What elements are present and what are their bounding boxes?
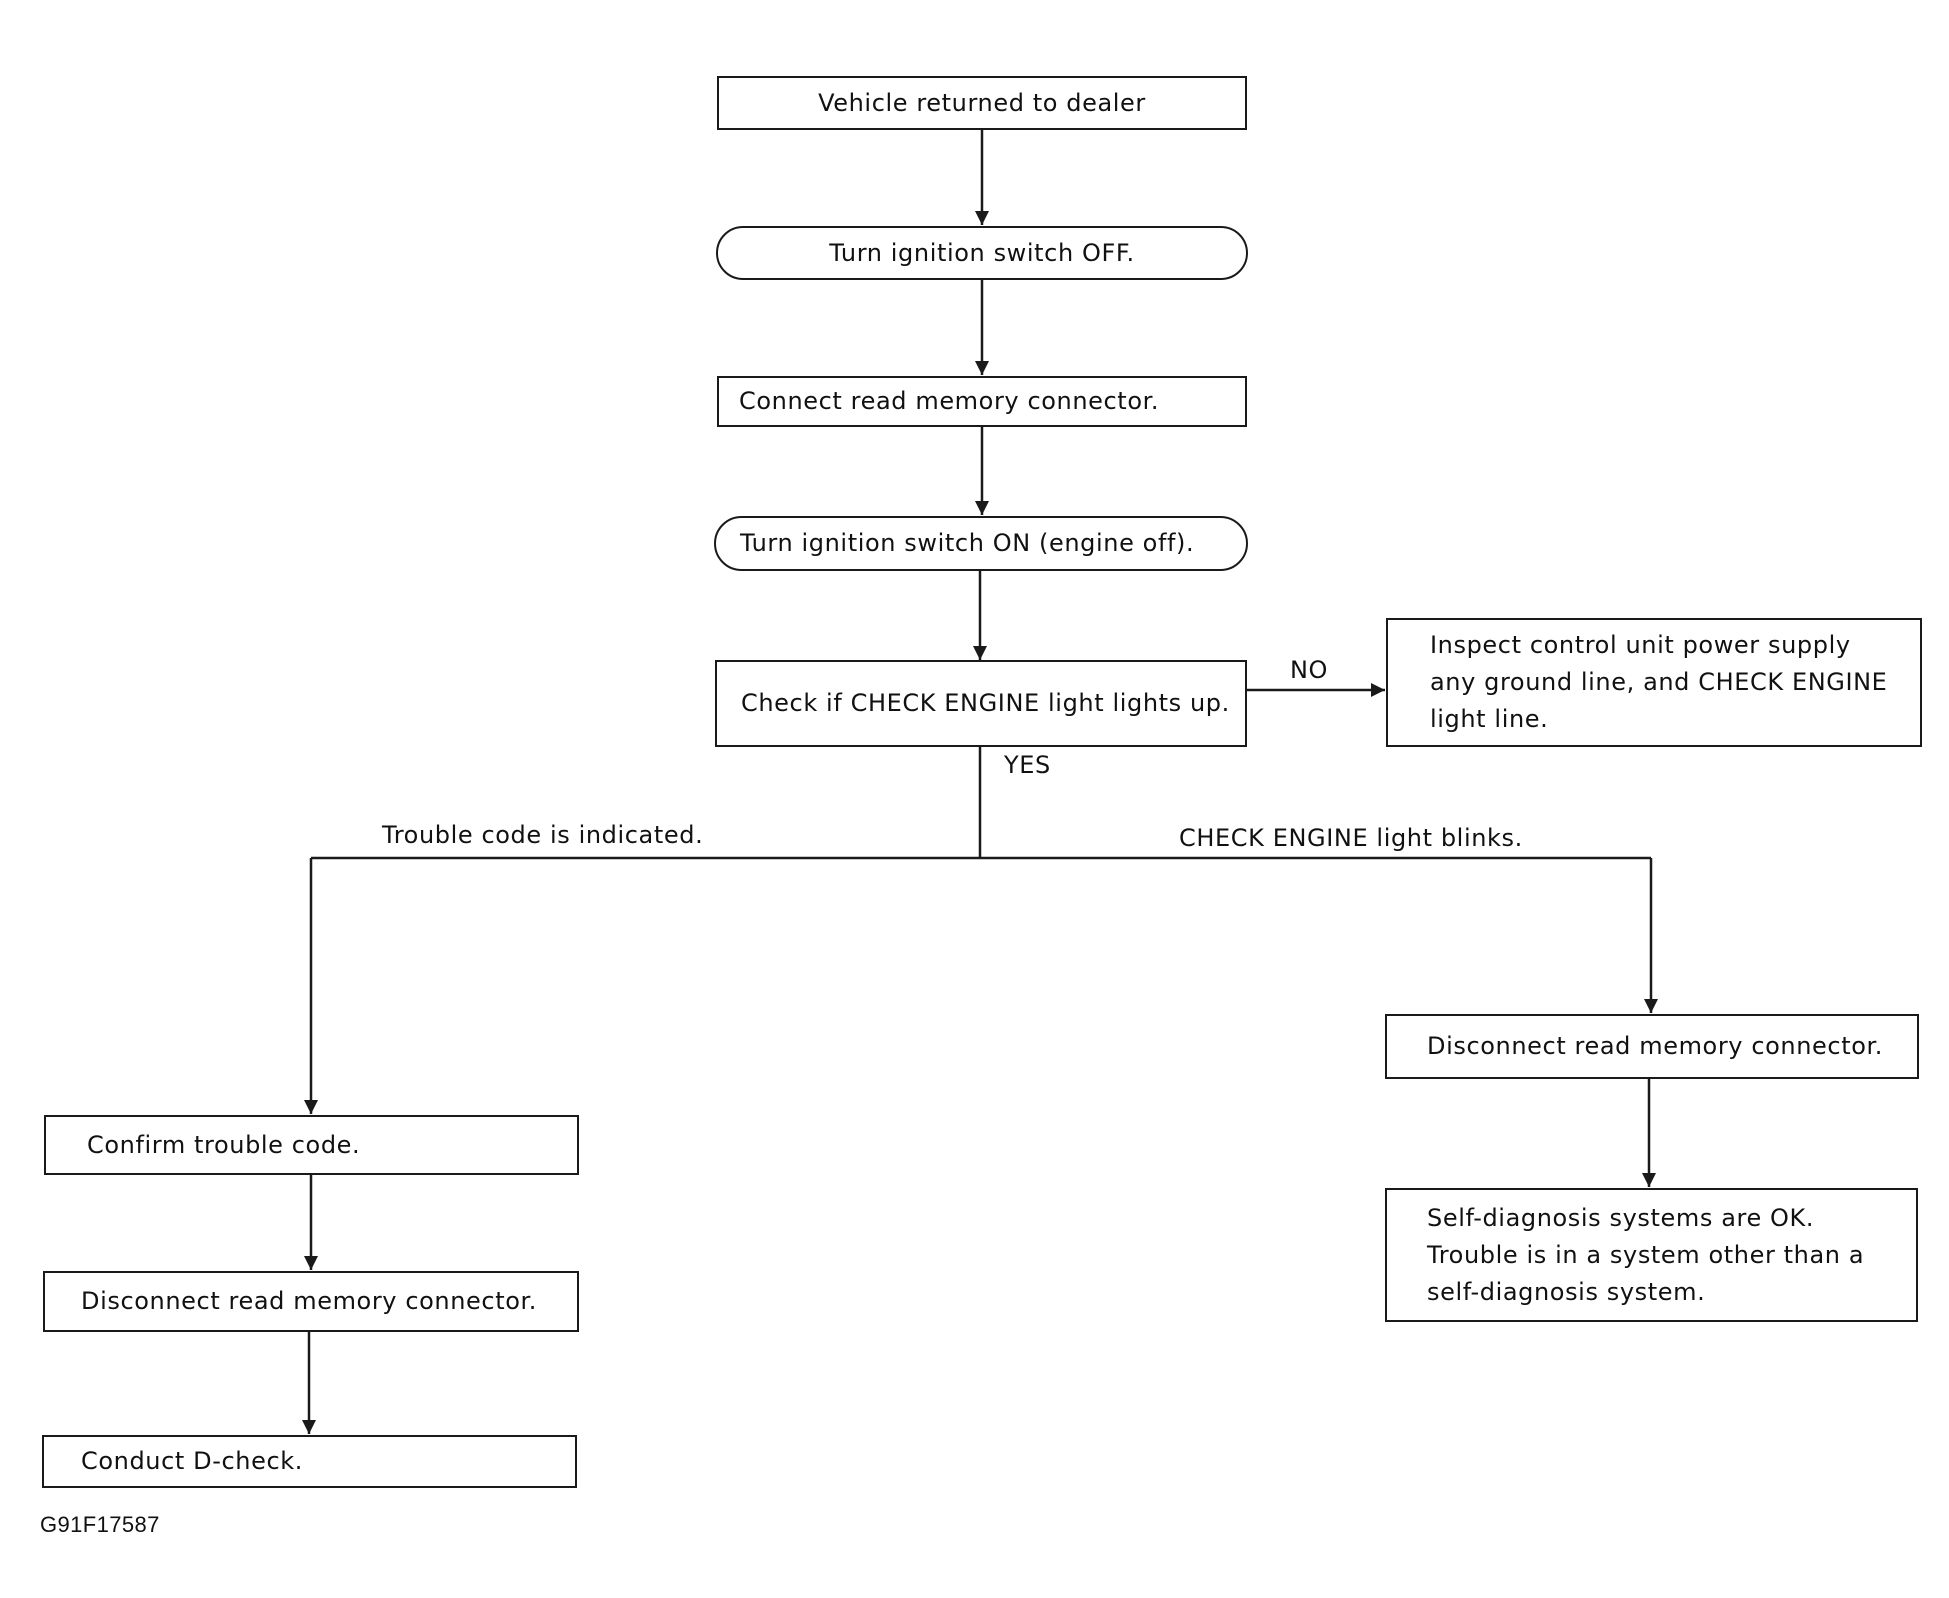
node-text: Check if CHECK ENGINE light lights up.: [741, 689, 1230, 717]
node-text: Connect read memory connector.: [739, 387, 1160, 415]
node-confirm-trouble-code: Confirm trouble code.: [44, 1115, 579, 1175]
node-text: Vehicle returned to dealer: [818, 88, 1146, 117]
node-inspect-power-supply: Inspect control unit power supply any gr…: [1386, 618, 1922, 747]
figure-id: G91F17587: [40, 1512, 160, 1537]
node-self-diagnosis-ok: Self-diagnosis systems are OK. Trouble i…: [1385, 1188, 1918, 1322]
node-text: Disconnect read memory connector.: [1427, 1032, 1883, 1060]
node-turn-ignition-on: Turn ignition switch ON (engine off).: [714, 516, 1248, 571]
label-check-engine-blinks: CHECK ENGINE light blinks.: [1179, 824, 1523, 852]
node-conduct-d-check: Conduct D-check.: [42, 1435, 577, 1488]
node-text: Conduct D-check.: [81, 1447, 303, 1475]
node-disconnect-left: Disconnect read memory connector.: [43, 1271, 579, 1332]
label-no: NO: [1290, 656, 1329, 684]
node-text: Confirm trouble code.: [87, 1130, 361, 1159]
node-text: Inspect control unit power supply any gr…: [1430, 631, 1888, 733]
node-turn-ignition-off: Turn ignition switch OFF.: [716, 226, 1248, 280]
node-disconnect-right: Disconnect read memory connector.: [1385, 1014, 1919, 1079]
label-yes: YES: [1004, 751, 1051, 779]
node-connect-read-memory: Connect read memory connector.: [717, 376, 1247, 427]
node-check-engine-light: Check if CHECK ENGINE light lights up.: [715, 660, 1247, 747]
node-vehicle-returned: Vehicle returned to dealer: [717, 76, 1247, 130]
node-text: Disconnect read memory connector.: [81, 1287, 537, 1315]
node-text: Turn ignition switch ON (engine off).: [740, 529, 1195, 557]
node-text: Turn ignition switch OFF.: [829, 238, 1135, 267]
label-trouble-code-indicated: Trouble code is indicated.: [382, 821, 704, 849]
node-text: Self-diagnosis systems are OK. Trouble i…: [1427, 1203, 1865, 1306]
